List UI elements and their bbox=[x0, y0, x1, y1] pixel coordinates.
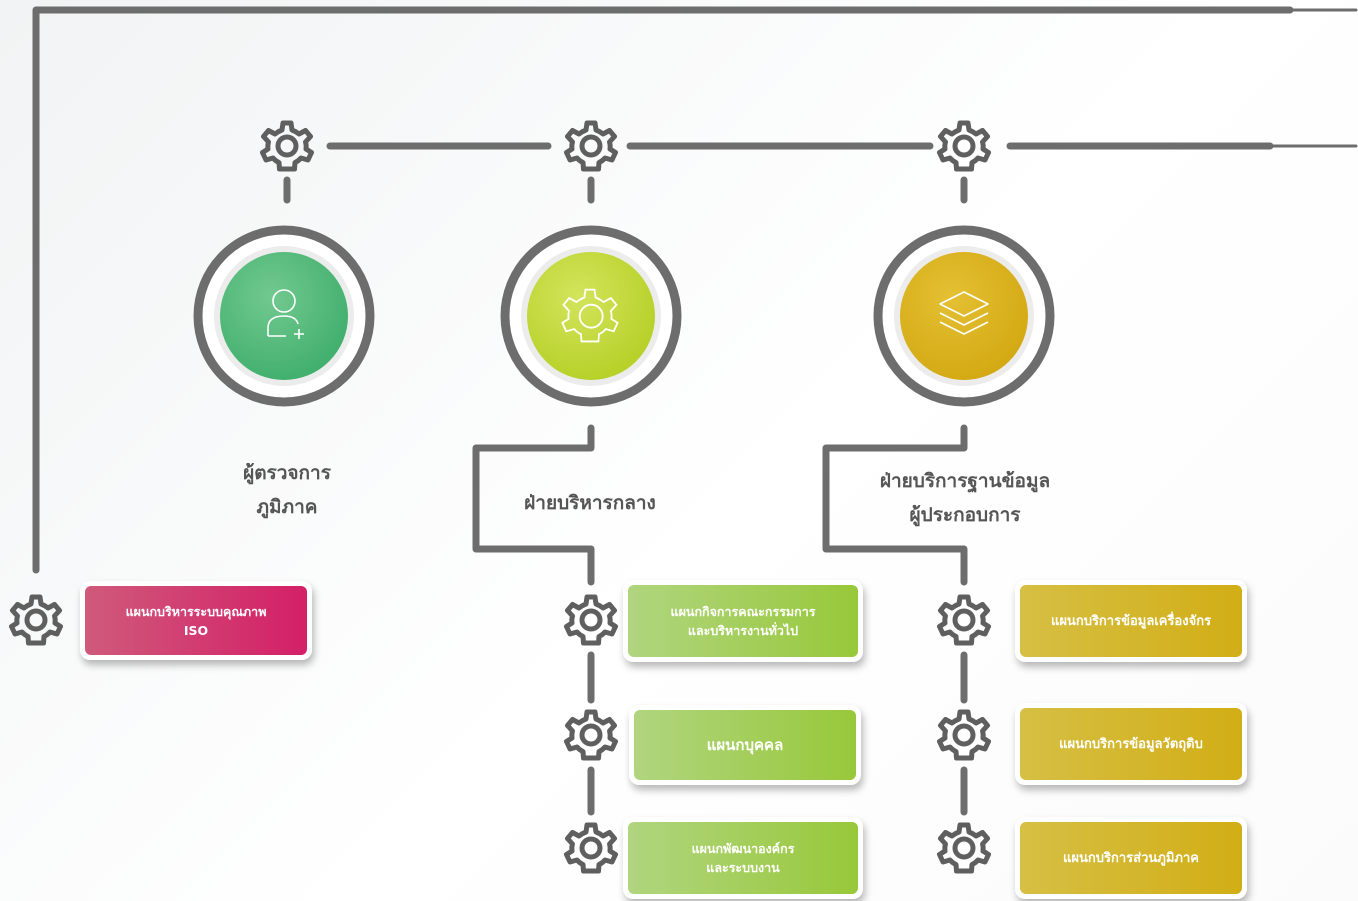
gear-icon bbox=[563, 820, 619, 876]
gear-icon bbox=[561, 288, 619, 343]
gear-icon bbox=[936, 118, 992, 174]
dept-machinery-data[interactable]: แผนกบริการข้อมูลเครื่องจักร bbox=[1015, 580, 1247, 662]
heading-database-service: ฝ่ายบริการฐานข้อมูล ผู้ประกอบการ bbox=[879, 470, 1051, 526]
node-central-admin bbox=[500, 225, 682, 407]
gear-icon bbox=[8, 592, 64, 648]
dept-raw-material-data[interactable]: แผนกบริการข้อมูลวัตถุดิบ bbox=[1015, 703, 1247, 785]
dept-personnel[interactable]: แผนกบุคคล bbox=[629, 705, 861, 785]
dept-iso-quality[interactable]: แผนกบริหารระบบคุณภาพ ISO bbox=[80, 581, 312, 660]
node-regional-inspector bbox=[193, 225, 375, 407]
gear-icon bbox=[563, 118, 619, 174]
gear-icon bbox=[936, 820, 992, 876]
gear-icon bbox=[563, 592, 619, 648]
dept-org-development[interactable]: แผนกพัฒนาองค์กร และระบบงาน bbox=[623, 817, 863, 899]
gear-icon bbox=[259, 118, 315, 174]
person-add-icon bbox=[267, 289, 304, 339]
heading-central-admin: ฝ่ายบริหารกลาง bbox=[524, 492, 656, 514]
gear-icon bbox=[563, 707, 619, 763]
node-database-service bbox=[873, 225, 1055, 407]
heading-regional-inspector: ผู้ตรวจการ ภูมิภาค bbox=[243, 462, 331, 518]
gear-icon bbox=[936, 707, 992, 763]
dept-regional-service[interactable]: แผนกบริการส่วนภูมิภาค bbox=[1015, 817, 1247, 899]
layers-icon bbox=[939, 291, 989, 335]
dept-committee-affairs[interactable]: แผนกกิจการคณะกรรมการ และบริหารงานทั่วไป bbox=[623, 580, 863, 662]
gear-icon bbox=[936, 592, 992, 648]
